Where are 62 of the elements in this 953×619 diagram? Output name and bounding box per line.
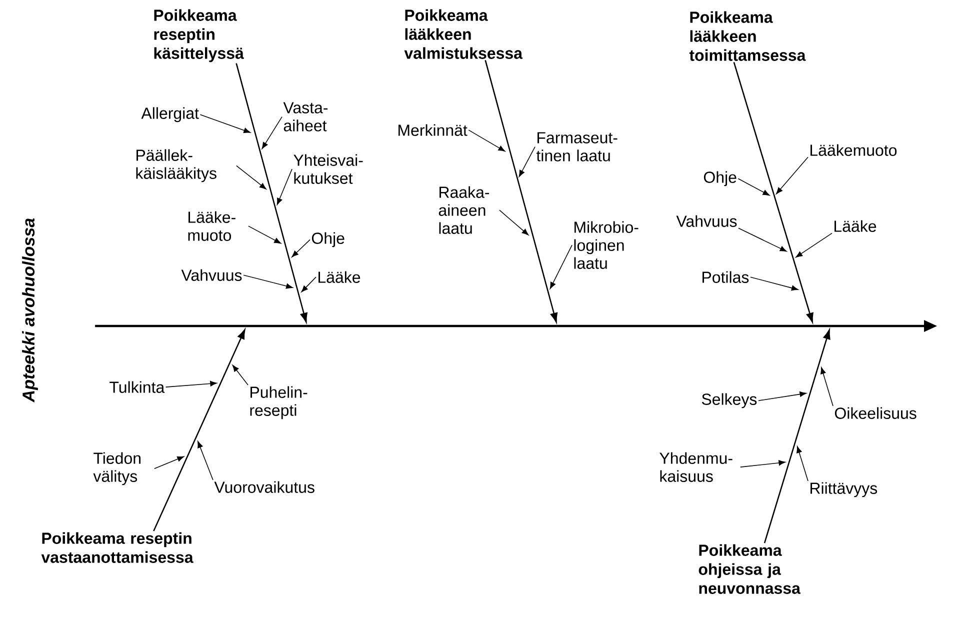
cause-label: Tiedon välitys: [93, 452, 140, 486]
arrow: [200, 114, 250, 134]
arrow: [236, 165, 266, 190]
arrow: [796, 446, 808, 482]
arrow: [276, 168, 292, 205]
cause-label: Mikrobio- loginen laatu: [574, 221, 638, 269]
cause-label: Allergiat: [141, 107, 199, 122]
branch-arrow: [733, 62, 814, 322]
arrow: [165, 380, 217, 388]
cause-label: Vasta- aiheet: [283, 102, 328, 132]
arrow: [518, 146, 536, 177]
cause-label: Yhdenmu- kaisuus: [660, 452, 732, 482]
arrow: [776, 156, 808, 194]
branch-arrow: [153, 329, 246, 532]
arrow: [468, 130, 506, 152]
arrow: [154, 456, 184, 470]
branch-arrow: [484, 60, 558, 322]
branch-arrow: [764, 330, 830, 544]
arrow: [248, 226, 281, 244]
cause-label: Lääke- muoto: [188, 211, 236, 241]
branch-heading: Poikkeama lääkkeen valmistuksessa: [404, 9, 523, 59]
cause-label: Farmaseut- tinen laatu: [536, 132, 618, 162]
cause-label: Oikeelisuus: [834, 407, 916, 419]
spine-arrow: [95, 320, 937, 332]
cause-label: Potilas: [702, 271, 749, 283]
arrow: [499, 210, 529, 236]
cause-label: Selkeys: [702, 393, 757, 408]
cause-label: Ohje: [704, 171, 736, 186]
cause-label: Ohje: [312, 232, 344, 248]
cause-label: Vuorovaikutus: [214, 481, 314, 493]
cause-label: Riittävyys: [810, 482, 878, 498]
arrow: [262, 116, 282, 149]
arrow: [796, 232, 832, 258]
cause-label: Lääkemuoto: [810, 144, 897, 156]
arrow: [292, 239, 310, 258]
arrow: [750, 276, 798, 291]
cause-label: Vahvuus: [181, 269, 242, 281]
cause-label: Raaka- aineen laatu: [438, 186, 490, 234]
cause-label: Vahvuus: [676, 215, 737, 227]
cause-label: Lääke: [834, 220, 876, 232]
arrow: [738, 228, 787, 252]
branch-heading: Poikkeama ohjeissa ja neuvonnassa: [698, 544, 801, 594]
cause-label: Tulkinta: [110, 381, 165, 393]
arrow: [232, 364, 248, 386]
branch-heading: Poikkeama lääkkeen toimittamsessa: [689, 11, 806, 61]
arrow: [758, 392, 806, 402]
arrow: [738, 178, 770, 196]
cause-label: Yhteisvai- kutukset: [294, 154, 363, 184]
cause-label: Päällek- käislääkitys: [136, 149, 216, 182]
arrow: [198, 441, 214, 480]
arrow: [243, 274, 293, 289]
arrow: [301, 276, 316, 292]
cause-label: Merkinnät: [398, 124, 468, 136]
arrow: [740, 460, 786, 468]
arrow: [550, 244, 572, 289]
cause-label: Puhelin- resepti: [250, 386, 308, 420]
branch-arrow: [236, 63, 308, 322]
branch-heading: Poikkeama reseptin vastaanottamisessa: [41, 532, 194, 563]
effect-label: Apteekki avohuollossa: [22, 218, 38, 402]
arrow: [820, 367, 834, 406]
cause-label: Lääke: [318, 271, 360, 283]
branch-heading: Poikkeama reseptin käsittelyssä: [154, 9, 244, 62]
